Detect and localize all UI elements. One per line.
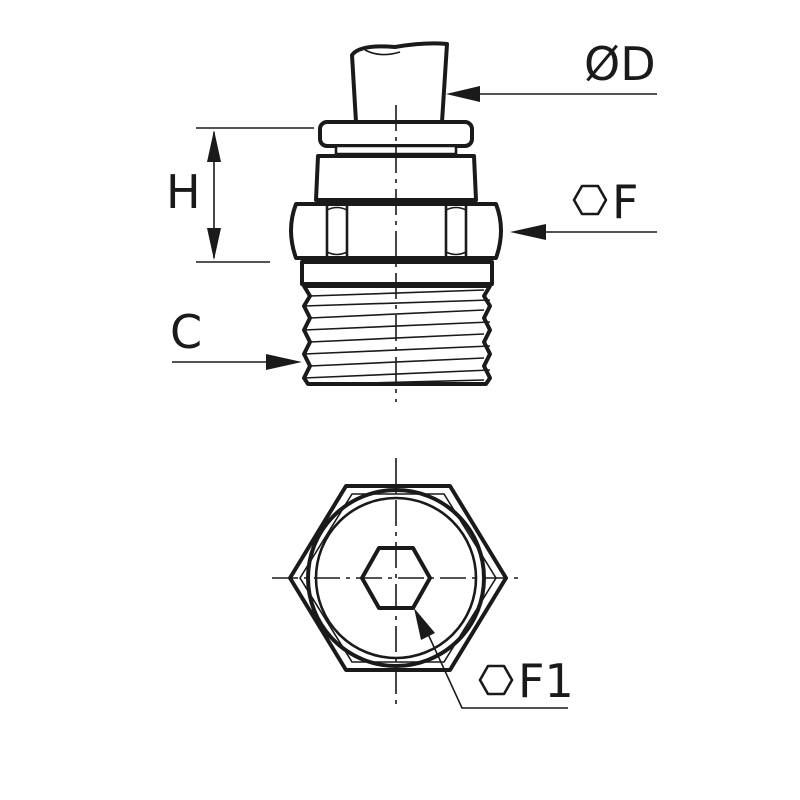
thread-label: C	[170, 305, 202, 359]
end-view	[272, 458, 568, 709]
side-view	[172, 41, 657, 402]
hex-size-label-group: F	[572, 175, 638, 229]
hex-symbol-icon	[572, 184, 608, 216]
thread-section	[302, 284, 492, 386]
inner-hex-size-label: F1	[518, 654, 574, 708]
hex-size-label: F	[612, 175, 638, 229]
body-neck	[314, 154, 478, 202]
hex-symbol-icon-small	[478, 664, 514, 696]
thread-leader	[172, 354, 302, 370]
inner-hex-size-label-group: F1	[478, 654, 574, 708]
tube-diameter-label: ØD	[584, 37, 656, 91]
hex-size-leader	[510, 224, 657, 240]
hex-collar	[300, 260, 494, 286]
tube-diameter-leader	[446, 86, 657, 102]
height-dimension	[196, 127, 314, 263]
inner-hex-size-leader	[414, 608, 568, 709]
height-label: H	[166, 165, 201, 219]
hex-nut	[289, 202, 503, 260]
tube	[350, 41, 449, 124]
